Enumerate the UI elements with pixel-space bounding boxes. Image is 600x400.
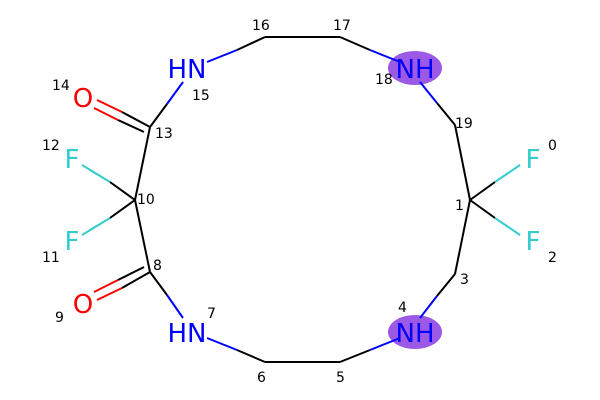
- atom-o14: O: [73, 84, 93, 114]
- index-11: 11: [42, 250, 60, 266]
- bond-7-6-c: [236, 349, 266, 363]
- index-13: 13: [155, 126, 173, 142]
- bond-10-12-f: [81, 164, 111, 183]
- bond-17-18-n: [369, 49, 401, 63]
- bond-10-12-c: [109, 181, 136, 201]
- bond-3-4-n: [419, 295, 438, 319]
- bond-4-5-n: [369, 337, 401, 351]
- index-16: 16: [252, 18, 270, 34]
- atom-f2: F: [526, 227, 541, 257]
- fluorine-bonds: [81, 164, 521, 236]
- bond-3-4-c: [436, 273, 456, 297]
- bond-10-11-c: [109, 199, 136, 219]
- index-17: 17: [333, 18, 351, 34]
- bond-1-2-c: [469, 199, 496, 219]
- bond-13-14-a-c: [121, 111, 151, 128]
- index-7: 7: [207, 306, 216, 322]
- bond-1-2-f: [494, 217, 521, 236]
- carbon-bonds: [134, 36, 471, 363]
- bond-8-9-b-o: [93, 279, 119, 293]
- bond-8-7-n: [166, 294, 184, 319]
- bond-10-11-f: [81, 217, 111, 236]
- index-2: 2: [548, 250, 557, 266]
- bond-1-3: [454, 199, 471, 275]
- bond-15-13-n: [166, 81, 184, 105]
- bond-13-14-b-o: [93, 107, 119, 121]
- nitrogen-bonds: [149, 36, 456, 363]
- index-5: 5: [336, 370, 345, 386]
- bond-8-9-b-c: [117, 266, 145, 281]
- carbonyl-bonds: [93, 99, 151, 301]
- index-18: 18: [375, 72, 393, 88]
- atom-f12: F: [65, 145, 80, 175]
- bond-13-14-b-c: [117, 119, 145, 133]
- bond-13-14-a-o: [96, 99, 123, 113]
- index-0: 0: [548, 138, 557, 154]
- bond-19-1: [454, 124, 471, 201]
- atom-f11: F: [65, 227, 80, 257]
- bond-16-15-n: [206, 49, 238, 63]
- highlight-n18: [388, 51, 442, 85]
- highlight-n4: [388, 315, 442, 349]
- index-8: 8: [153, 258, 162, 274]
- index-12: 12: [42, 138, 60, 154]
- bond-15-13-c: [149, 103, 168, 128]
- bond-8-7-c: [149, 271, 168, 296]
- bond-1-0-f: [494, 164, 521, 183]
- index-15: 15: [192, 88, 210, 104]
- atom-n7: HN: [168, 319, 207, 349]
- index-4: 4: [398, 300, 407, 316]
- bond-8-9-a-c: [121, 271, 151, 289]
- index-10: 10: [137, 192, 155, 208]
- index-6: 6: [257, 370, 266, 386]
- bond-17-18-c: [339, 36, 371, 51]
- atom-n4: NH: [396, 319, 435, 349]
- index-9: 9: [55, 310, 64, 326]
- bond-4-5-c: [339, 349, 371, 363]
- index-14: 14: [52, 78, 70, 94]
- atom-n15: HN: [168, 55, 207, 85]
- index-3: 3: [460, 272, 469, 288]
- index-1: 1: [455, 198, 464, 214]
- bond-8-9-a-o: [96, 287, 123, 301]
- bond-18-19-n: [419, 81, 438, 104]
- bond-18-19-c: [436, 102, 456, 126]
- atom-f0: F: [526, 145, 541, 175]
- bond-10-8: [134, 199, 151, 273]
- bond-7-6-n: [206, 337, 238, 351]
- atom-n18: NH: [396, 55, 435, 85]
- bond-13-10: [134, 126, 151, 201]
- bond-1-0-c: [469, 181, 496, 201]
- bond-16-15-c: [236, 36, 266, 51]
- atom-o9: O: [73, 290, 93, 320]
- index-19: 19: [455, 116, 473, 132]
